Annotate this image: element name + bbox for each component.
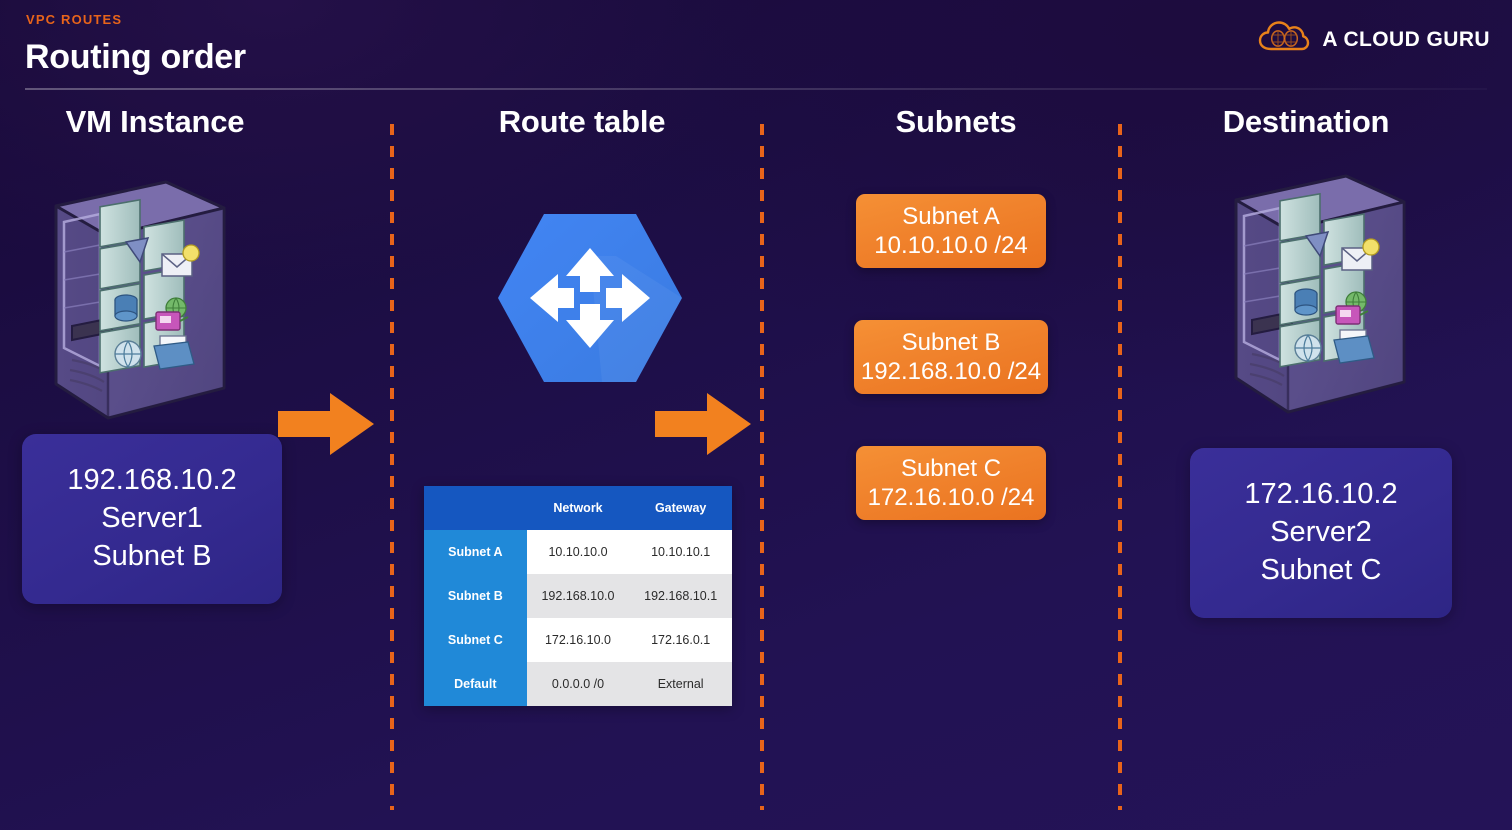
route-row-network: 0.0.0.0 /0 [526, 662, 630, 706]
cloud-router-hexagon-icon [490, 208, 690, 388]
subnet-chip-cidr: 10.10.10.0 /24 [874, 232, 1028, 259]
subnet-chip-name: Subnet B [901, 328, 1001, 356]
destination-ip: 172.16.10.2 [1244, 478, 1398, 511]
subnet-chip-b: Subnet B 192.168.10.0 /24 [854, 320, 1048, 394]
column-heading-subnets: Subnets [895, 104, 1017, 139]
route-table-header-corner [424, 486, 527, 530]
route-table-header-row: Network Gateway [424, 486, 732, 530]
subnet-chip-cidr: 192.168.10.0 /24 [860, 358, 1042, 385]
route-row-gateway: 172.16.0.1 [629, 618, 732, 662]
subnet-chip-name: Subnet A [902, 202, 1000, 230]
table-row: Subnet A 10.10.10.0 10.10.10.1 [424, 530, 732, 574]
cloud-guru-logo-icon [1258, 20, 1310, 59]
column-divider-1 [390, 124, 394, 810]
route-row-gateway: 192.168.10.1 [629, 574, 732, 618]
destination-hostname: Server2 [1270, 516, 1372, 549]
column-heading-vm-instance: VM Instance [65, 104, 245, 139]
right-arrow-icon [278, 393, 374, 455]
route-table-head: Network Gateway [424, 486, 732, 530]
subnet-chip-name: Subnet C [900, 454, 1002, 482]
column-divider-2 [760, 124, 764, 810]
right-arrow-icon [655, 393, 751, 455]
subnet-chip-a: Subnet A 10.10.10.0 /24 [856, 194, 1046, 268]
table-row: Default 0.0.0.0 /0 External [424, 662, 732, 706]
route-row-network: 192.168.10.0 [526, 574, 630, 618]
subnet-chip-cidr: 172.16.10.0 /24 [867, 484, 1035, 511]
subnet-chip-c: Subnet C 172.16.10.0 /24 [856, 446, 1046, 520]
route-table-body: Subnet A 10.10.10.0 10.10.10.1 Subnet B … [424, 530, 732, 706]
page-title: Routing order [25, 38, 246, 76]
route-table-header-network: Network [526, 486, 630, 530]
brand-lockup: A CLOUD GURU [1258, 20, 1490, 59]
vm-instance-ip: 192.168.10.2 [67, 464, 237, 497]
route-row-name: Default [424, 662, 527, 706]
route-row-gateway: External [629, 662, 732, 706]
route-row-network: 172.16.10.0 [526, 618, 630, 662]
route-row-network: 10.10.10.0 [526, 530, 630, 574]
destination-subnet: Subnet C [1260, 553, 1382, 586]
column-divider-3 [1118, 124, 1122, 810]
header-divider [25, 88, 1487, 90]
vm-instance-subnet: Subnet B [92, 539, 212, 572]
column-heading-route-table: Route table [498, 104, 666, 139]
slide-header: VPC ROUTES Routing order [0, 0, 1512, 90]
route-table-header-gateway: Gateway [629, 486, 732, 530]
server-rack-icon [1228, 170, 1414, 423]
route-row-name: Subnet A [424, 530, 527, 574]
eyebrow-label: VPC ROUTES [26, 12, 123, 27]
brand-name: A CLOUD GURU [1322, 27, 1490, 51]
route-row-gateway: 10.10.10.1 [629, 530, 732, 574]
table-row: Subnet C 172.16.10.0 172.16.0.1 [424, 618, 732, 662]
destination-info-box: 172.16.10.2 Server2 Subnet C [1190, 448, 1452, 618]
route-row-name: Subnet C [424, 618, 527, 662]
route-table: Network Gateway Subnet A 10.10.10.0 10.1… [424, 486, 732, 706]
table-row: Subnet B 192.168.10.0 192.168.10.1 [424, 574, 732, 618]
vm-instance-info-box: 192.168.10.2 Server1 Subnet B [22, 434, 282, 604]
server-rack-icon [48, 176, 234, 429]
column-heading-destination: Destination [1222, 104, 1390, 139]
vm-instance-hostname: Server1 [101, 502, 203, 535]
route-row-name: Subnet B [424, 574, 527, 618]
